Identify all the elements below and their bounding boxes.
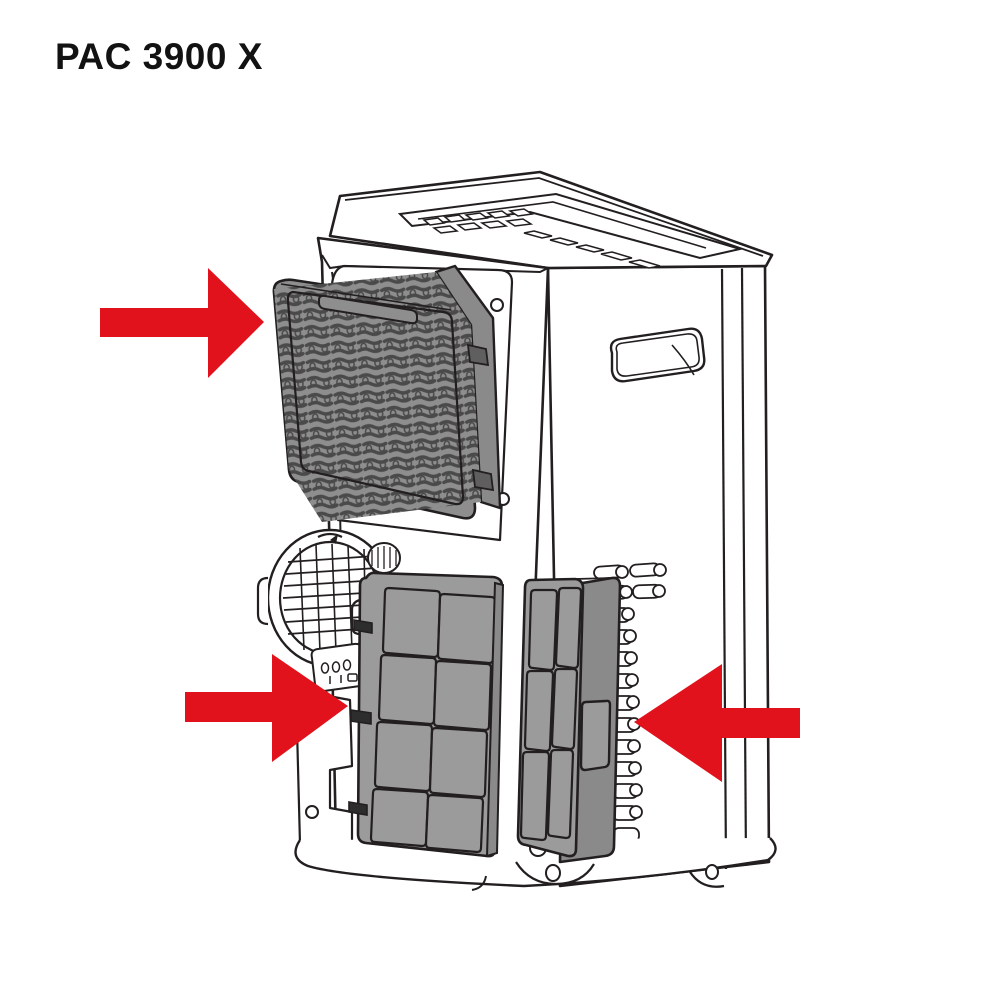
side-filter-panel[interactable] — [516, 576, 622, 864]
arrow-right-left — [634, 664, 800, 782]
direction-arrows — [100, 268, 800, 782]
upper-grille-cover[interactable] — [260, 260, 510, 540]
page-title: PAC 3900 X — [55, 36, 263, 77]
casters — [294, 837, 777, 891]
front-filter-panel[interactable] — [348, 571, 505, 858]
thumbscrew — [367, 542, 401, 574]
top-control-panel — [397, 192, 744, 269]
side-handle — [609, 327, 706, 383]
arrow-middle-right — [185, 654, 348, 762]
arrow-upper-right — [100, 268, 264, 378]
device-body — [256, 170, 777, 891]
